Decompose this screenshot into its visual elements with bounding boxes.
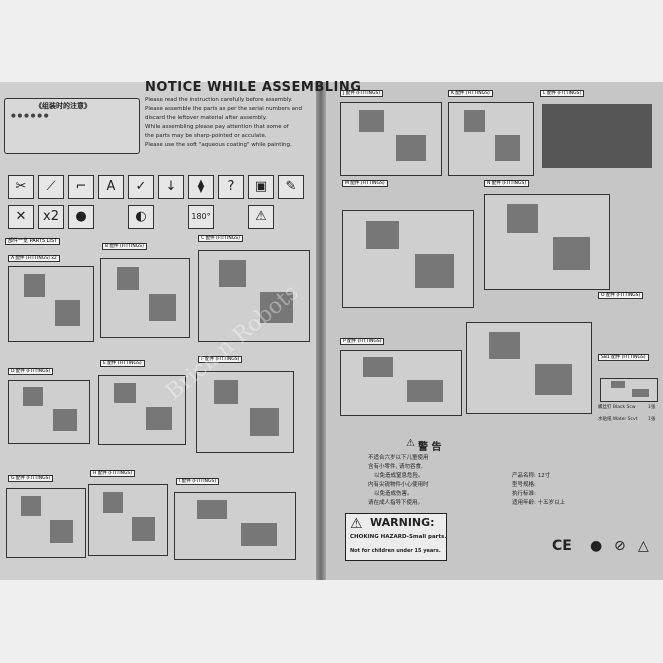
warning-title: WARNING: [370,516,435,529]
fire-icon: ● [68,205,94,229]
paint-icon: A [98,175,124,199]
cn-notice-title: 《组装时的注意》 [35,102,91,110]
background-bottom [0,580,663,663]
product-model: 型号规格: [512,482,536,488]
runner-label-m: M 配件 (FITTINGS) [342,180,388,187]
runner-j [340,102,442,176]
runner-label-b: B 配件 (FITTINGS) [102,243,147,250]
runner-label-c: C 配件 (FITTINGS) [198,235,243,242]
runner-label-p: P 配件 (FITTINGS) [340,338,385,345]
marker-icon: ✎ [278,175,304,199]
background-top [0,0,663,82]
notice-line: Please use the soft "aqueous coating" wh… [145,142,292,148]
runner-c [198,250,310,342]
file-icon: ⌐ [68,175,94,199]
warning-icon: ⚠ [248,205,274,229]
notice-line: Please assemble the parts as per the ser… [145,106,303,112]
check-icon: ✓ [128,175,154,199]
question-icon: ? [218,175,244,199]
triangle-recycle-icon: △ [638,538,649,554]
runner-l-part [542,104,652,168]
ce-mark: CE [552,538,572,554]
runner-e [98,375,186,445]
runner-label-g: G 配件 (FITTINGS) [8,475,54,482]
runner-q [466,322,592,414]
glue-icon: ⧫ [188,175,214,199]
runner-k [448,102,534,176]
caution-line: 以免造成伤害。 [374,491,413,497]
screw-label-1: 螺丝钉 Black Scw [598,405,636,410]
runner-label-d: D 配件 (FITTINGS) [8,368,54,375]
notice-line: While assembling please pay attention th… [145,124,289,130]
caution-line: 含有小零件, 请勿吞食, [368,464,423,470]
screw-label-2: 水贴纸 Water Scvt [598,417,638,422]
runner-label-f: F 配件 (FITTINGS) [198,356,243,363]
cn-notice-box: 《组装时的注意》 ● ● ● ● ● ● [4,98,140,154]
runner-label-o: O 配件 (FITTINGS) [598,292,644,299]
warning-sub: CHOKING HAZARD-Small parts. [350,534,447,540]
runner-n [484,194,610,290]
runner-label-a: A 配件 (FITTINGS) x2 [8,255,60,262]
runner-m [342,210,474,308]
parts-list-label: 部件一览 PARTS LIST [5,238,61,245]
warning-triangle-icon: ⚠ [350,516,363,532]
scissors-icon: ✂ [8,175,34,199]
runner-label-h: H 配件 (FITTINGS) [90,470,136,477]
no-small-children-icon: ⊘ [614,538,626,554]
runner-sb1 [600,378,658,402]
runner-d [8,380,90,444]
notice-line: the parts may be sharp-pointed or accula… [145,133,267,139]
runner-a [8,266,94,342]
caution-line: 以免造成窒息危险。 [374,473,424,479]
caution-line: 内有尖锐物件小心使用时 [368,482,429,488]
runner-b [100,258,190,338]
product-standard: 执行标准: [512,491,536,497]
book-spine [316,82,326,582]
sticker-icon: ✕ [8,205,34,229]
runner-label-sb1: SB1 配件 (FITTINGS) [598,354,649,361]
runner-p [340,350,462,416]
runner-label-l: L 配件 (FITTINGS) [540,90,585,97]
runner-label-i: I 配件 (FITTINGS) [176,478,220,485]
knife-icon: ⟋ [38,175,64,199]
screw-qty-1: 1张 [648,405,656,410]
runner-label-k: K 配件 (FITTINGS) [448,90,493,97]
multiply-icon: x2 [38,205,64,229]
caution-title: 警 告 [418,442,442,453]
runner-i [174,492,296,560]
recycle-icon: ● [590,538,603,554]
runner-h [88,484,168,556]
notice-line: Please read the instruction carefully be… [145,97,293,103]
warning-age: Not for children under 15 years. [350,548,441,554]
product-age: 适用年龄: 十五岁以上 [512,500,566,506]
warning-box: ⚠ WARNING: CHOKING HAZARD-Small parts. N… [345,513,447,561]
arrow-icon: ↓ [158,175,184,199]
rotate-icon: ◐ [128,205,154,229]
notice-line: discard the leftover material after asse… [145,115,267,121]
degree-icon: 180° [188,205,214,229]
runner-g [6,488,86,558]
product-name: 产品名称: 12寸 [512,473,551,479]
caution-line: 不适合六岁以下儿童使用 [368,455,429,461]
caution-warning-icon: ⚠ [406,438,415,449]
bin-icon: ▣ [248,175,274,199]
screw-qty-2: 1张 [648,417,656,422]
runner-f [196,371,294,453]
notice-title: NOTICE WHILE ASSEMBLING [145,80,362,95]
runner-label-j: J 配件 (FITTINGS) [340,90,384,97]
runner-label-e: E 配件 (FITTINGS) [100,360,145,367]
caution-line: 请在成人指导下使用。 [368,500,424,506]
cn-notice-line: ● ● ● ● ● ● [11,113,49,119]
runner-label-n: N 配件 (FITTINGS) [484,180,530,187]
